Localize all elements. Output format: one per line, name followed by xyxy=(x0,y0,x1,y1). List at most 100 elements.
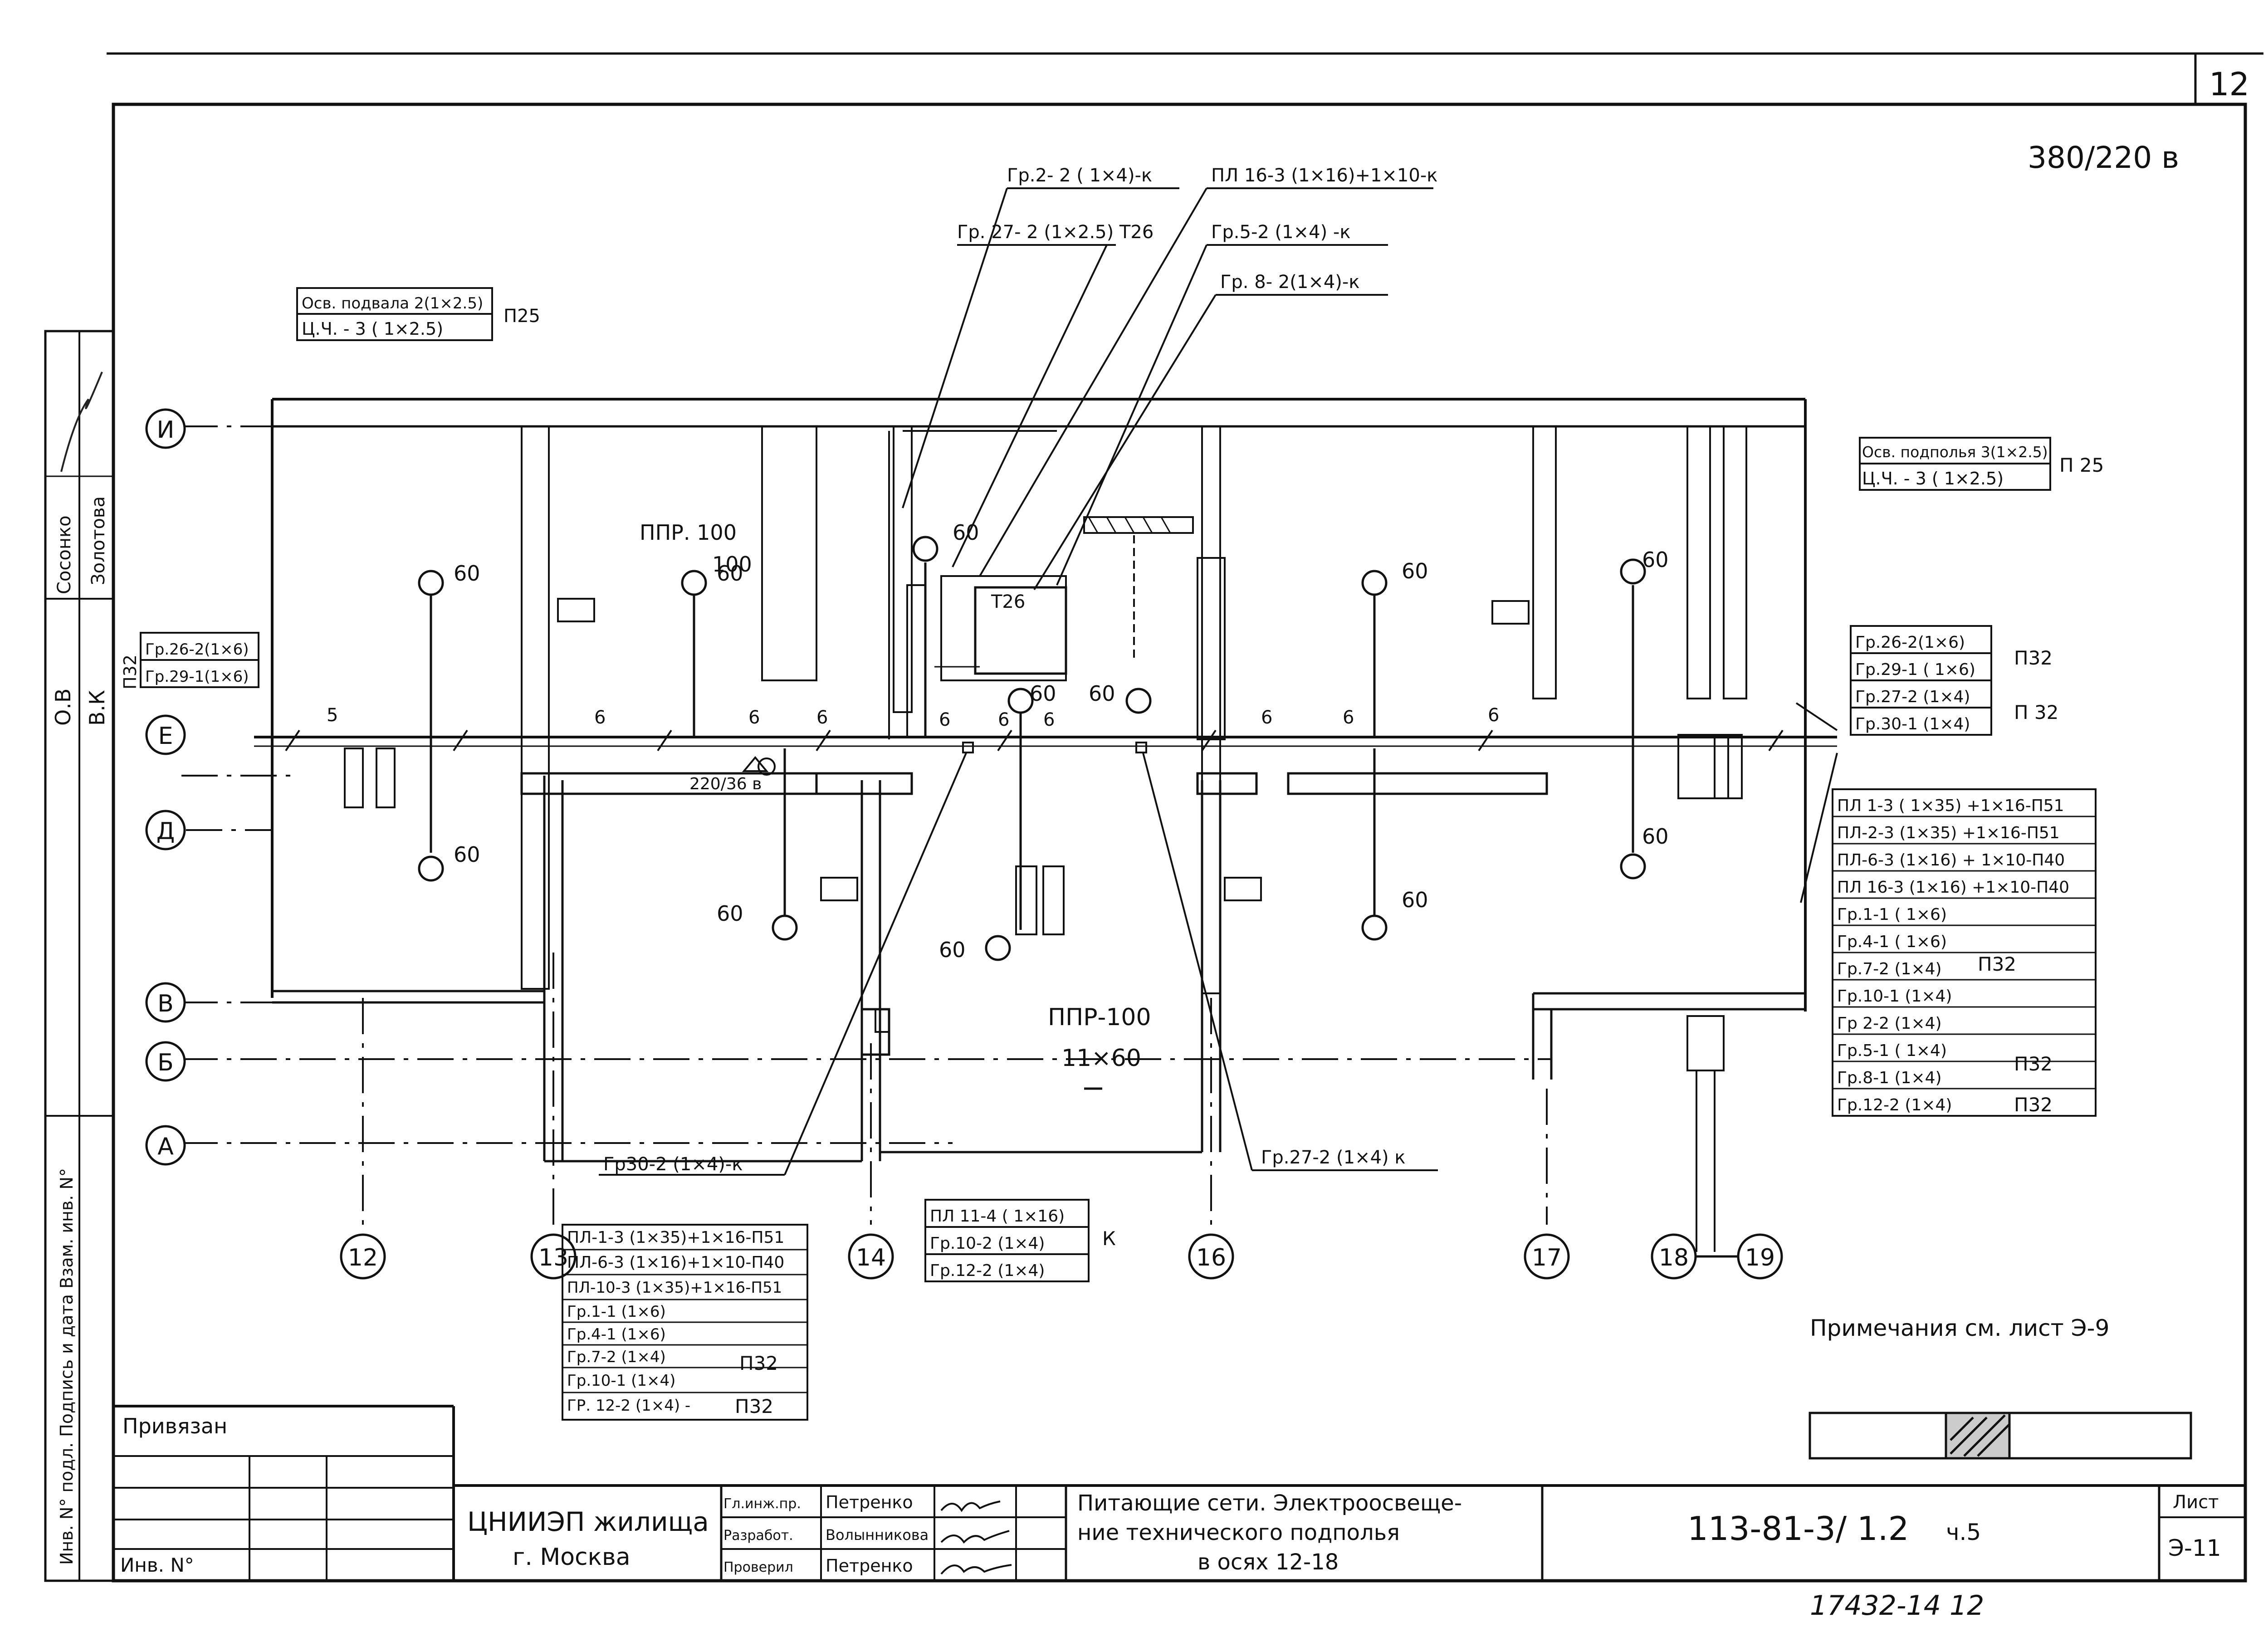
svg-text:П32: П32 xyxy=(739,1352,778,1374)
axis-lines xyxy=(181,425,1551,1225)
svg-text:60: 60 xyxy=(717,901,743,926)
drawing-title-2: ние технического подполья xyxy=(1077,1520,1400,1545)
svg-text:Гр. 27- 2 (1×2.5) Т26: Гр. 27- 2 (1×2.5) Т26 xyxy=(957,222,1154,243)
axis-marker-Е: Е xyxy=(145,714,186,755)
name-1: Петренко xyxy=(826,1492,913,1512)
svg-text:Гр. 8- 2(1×4)-к: Гр. 8- 2(1×4)-к xyxy=(1220,272,1359,293)
svg-text:60: 60 xyxy=(717,561,743,586)
svg-text:6: 6 xyxy=(998,709,1009,730)
row-axis-markers: И Е Д В Б А xyxy=(145,408,186,1166)
ppr-bottom-label: ППР-100 xyxy=(1048,1004,1151,1031)
ppr-bottom-value: 11×60 xyxy=(1061,1045,1141,1072)
main-feeder-line xyxy=(254,584,1837,753)
svg-text:6: 6 xyxy=(1043,709,1055,730)
lamps xyxy=(418,536,1646,961)
privyazan-label: Привязан xyxy=(122,1414,227,1438)
name-3: Петренко xyxy=(826,1556,913,1576)
svg-text:П32: П32 xyxy=(120,655,140,689)
lamp-icon xyxy=(985,935,1011,961)
axis-marker-17: 17 xyxy=(1524,1233,1570,1280)
sheet-list-value: Э-11 xyxy=(2168,1535,2221,1561)
svg-text:А: А xyxy=(157,1133,174,1160)
lamp-icon xyxy=(1125,688,1152,714)
svg-text:Е: Е xyxy=(158,723,173,750)
svg-text:60: 60 xyxy=(1089,681,1115,706)
top-bundle-labels: Гр.2- 2 ( 1×4)-к ПЛ 16-3 (1×16)+1×10-к Г… xyxy=(957,165,1437,293)
svg-text:Гр.7-2 (1×4): Гр.7-2 (1×4) xyxy=(1837,960,1942,978)
lamp-icon xyxy=(1620,853,1646,880)
right-mid-group: Гр.26-2(1×6) Гр.29-1 ( 1×6) Гр.27-2 (1×4… xyxy=(1850,625,2058,736)
gr30-label: Гр30-2 (1×4)-к xyxy=(603,1154,743,1175)
svg-text:Д: Д xyxy=(156,818,175,845)
svg-text:Гр.5-2 (1×4) -к: Гр.5-2 (1×4) -к xyxy=(1211,222,1350,243)
svg-text:ПЛ-1-3 (1×35)+1×16-П51: ПЛ-1-3 (1×35)+1×16-П51 xyxy=(567,1228,784,1247)
key-plan-icon xyxy=(1809,1412,2192,1460)
svg-text:60: 60 xyxy=(1402,559,1428,583)
drawing-title-1: Питающие сети. Электроосвеще- xyxy=(1077,1490,1462,1516)
svg-text:6: 6 xyxy=(1488,705,1499,726)
axis-marker-19: 19 xyxy=(1737,1233,1783,1280)
svg-text:Гр.12-2 (1×4): Гр.12-2 (1×4) xyxy=(930,1261,1045,1280)
lamp-icon xyxy=(1361,570,1388,596)
svg-text:14: 14 xyxy=(856,1244,886,1271)
svg-text:5: 5 xyxy=(327,705,338,726)
right-top-group: Осв. подполья 3(1×2.5) Ц.Ч. - 3 ( 1×2.5)… xyxy=(1859,437,2104,491)
svg-text:Гр.26-2(1×6): Гр.26-2(1×6) xyxy=(145,640,249,659)
svg-text:Ц.Ч. - 3 ( 1×2.5): Ц.Ч. - 3 ( 1×2.5) xyxy=(1862,469,2004,489)
svg-text:Гр.10-2 (1×4): Гр.10-2 (1×4) xyxy=(930,1234,1045,1253)
inv-label: Инв. N° xyxy=(120,1554,194,1576)
organization-city: г. Москва xyxy=(513,1544,631,1571)
transformer-label: 220/36 в xyxy=(689,775,762,793)
svg-text:ПЛ-10-3 (1×35)+1×16-П51: ПЛ-10-3 (1×35)+1×16-П51 xyxy=(567,1279,782,1297)
svg-text:6: 6 xyxy=(816,707,828,728)
role-2: Разработ. xyxy=(723,1528,793,1544)
lamp-icon xyxy=(418,570,444,596)
svg-text:ПЛ 16-3 (1×16)+1×10-к: ПЛ 16-3 (1×16)+1×10-к xyxy=(1211,165,1437,186)
svg-text:ПЛ-6-3 (1×16) + 1×10-П40: ПЛ-6-3 (1×16) + 1×10-П40 xyxy=(1837,851,2065,870)
side-stamp: О.В В.К Сосонко Золотова Инв. N° подл. П… xyxy=(44,330,115,1582)
axis-marker-В: В xyxy=(145,982,186,1023)
svg-text:Гр.4-1 (1×6): Гр.4-1 (1×6) xyxy=(567,1325,666,1344)
svg-text:ПЛ-2-3 (1×35) +1×16-П51: ПЛ-2-3 (1×35) +1×16-П51 xyxy=(1837,824,2060,842)
svg-text:60: 60 xyxy=(1030,681,1056,706)
svg-text:19: 19 xyxy=(1745,1244,1775,1271)
ppr-top-label: ППР. 100 xyxy=(640,520,737,545)
svg-text:16: 16 xyxy=(1196,1244,1226,1271)
svg-text:П32: П32 xyxy=(1978,953,2016,975)
axis-marker-18: 18 xyxy=(1651,1233,1697,1280)
panel-t26-label: Т26 xyxy=(991,591,1025,612)
svg-text:13: 13 xyxy=(538,1244,568,1271)
svg-text:12: 12 xyxy=(348,1244,378,1271)
left-mid-group: Гр.26-2(1×6) Гр.29-1(1×6) П32 xyxy=(120,632,259,689)
axis-marker-Б: Б xyxy=(145,1041,186,1082)
lamp-icon xyxy=(1620,558,1646,585)
svg-text:Гр.29-1(1×6): Гр.29-1(1×6) xyxy=(145,668,249,686)
left-top-group: Осв. подвала 2(1×2.5) Ц.Ч. - 3 ( 1×2.5) … xyxy=(296,287,540,341)
svg-text:60: 60 xyxy=(454,842,480,867)
axis-marker-13: 13 xyxy=(530,1233,577,1280)
svg-text:ПЛ-6-3 (1×16)+1×10-П40: ПЛ-6-3 (1×16)+1×10-П40 xyxy=(567,1253,784,1272)
leader-lines xyxy=(599,187,1838,1176)
side-name-2: Золотова xyxy=(88,496,109,585)
svg-text:Гр.4-1 ( 1×6): Гр.4-1 ( 1×6) xyxy=(1837,933,1947,951)
svg-text:К: К xyxy=(1102,1227,1116,1250)
svg-text:Гр 2-2 (1×4): Гр 2-2 (1×4) xyxy=(1837,1014,1942,1033)
column-axis-markers: 12 13 14 16 17 18 19 xyxy=(340,1233,1783,1280)
svg-text:60: 60 xyxy=(939,938,966,962)
organization-name: ЦНИИЭП жилища xyxy=(467,1506,709,1537)
svg-text:Осв. подвала 2(1×2.5): Осв. подвала 2(1×2.5) xyxy=(302,294,483,313)
svg-text:6: 6 xyxy=(594,707,606,728)
svg-text:Гр.5-1 ( 1×4): Гр.5-1 ( 1×4) xyxy=(1837,1041,1947,1060)
axis-marker-16: 16 xyxy=(1188,1233,1234,1280)
svg-text:Б: Б xyxy=(157,1049,174,1076)
svg-text:Ц.Ч. - 3 ( 1×2.5): Ц.Ч. - 3 ( 1×2.5) xyxy=(302,319,443,339)
lamp-icon xyxy=(1007,688,1034,714)
signature-2 xyxy=(940,1530,1010,1544)
segment-marks: 5 6 6 6 6 6 6 6 6 6 xyxy=(327,705,1499,730)
svg-text:В: В xyxy=(157,990,174,1017)
drawing-title-3: в осях 12-18 xyxy=(1198,1549,1339,1575)
svg-text:Гр.10-1 (1×4): Гр.10-1 (1×4) xyxy=(567,1372,675,1390)
lamp-icon xyxy=(912,536,938,562)
building-plan xyxy=(271,398,1807,1163)
